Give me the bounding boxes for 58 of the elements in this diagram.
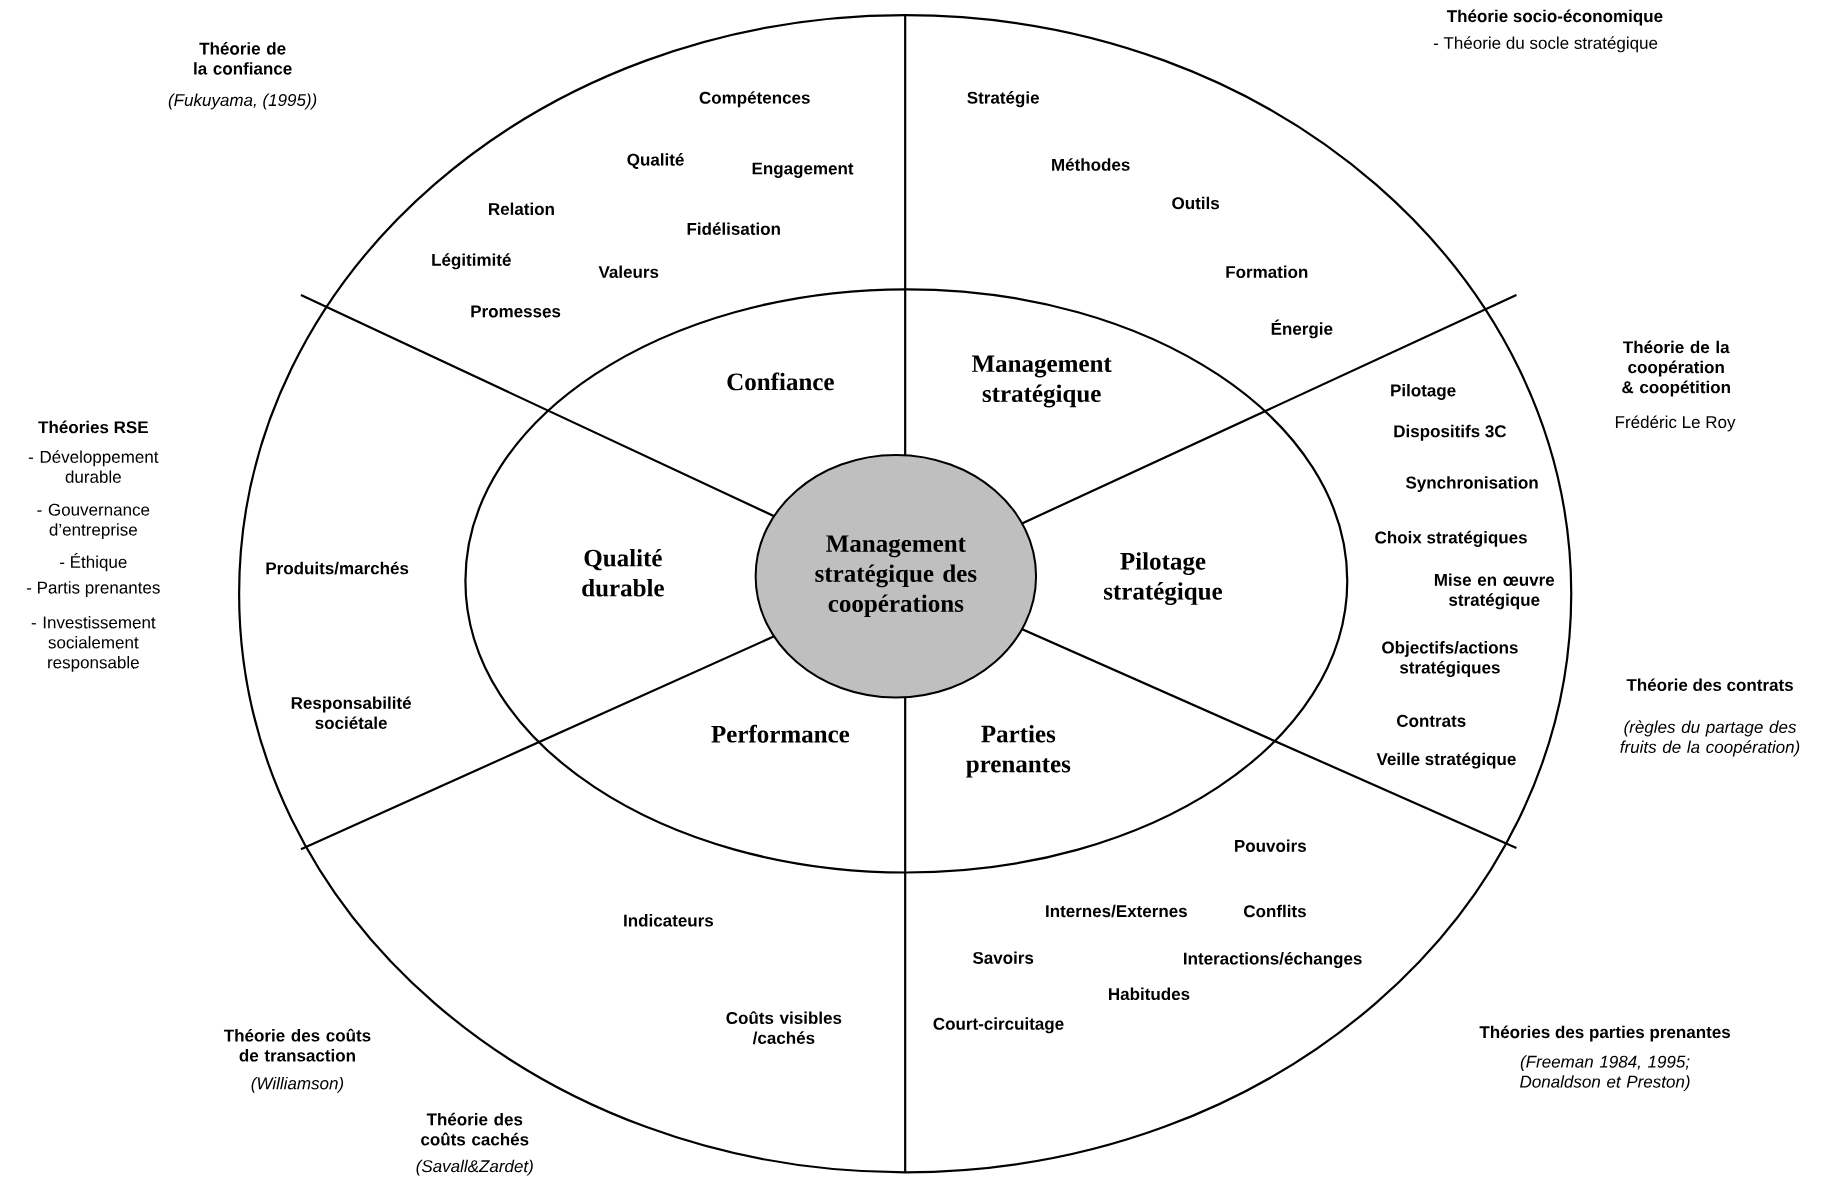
theory-heading: Théorie des coûts cachés [421, 1112, 529, 1146]
sector-keyword: Habitudes [1109, 987, 1190, 1001]
sector-keyword: Produits/marchés [266, 561, 409, 575]
sector-title: Performance [711, 724, 850, 743]
sector-keyword: Objectifs/actions stratégiques [1382, 641, 1518, 677]
sector-keyword: Synchronisation [1406, 476, 1538, 492]
citation-text: (Savall&Zardet) [416, 1159, 533, 1176]
sector-keyword: Valeurs [598, 265, 659, 279]
sector-keyword: Dispositifs 3C [1394, 424, 1507, 441]
sector-keyword: Engagement [752, 162, 854, 178]
sector-keyword: Mise en œuvre stratégique [1434, 573, 1555, 610]
sector-keyword: Formation [1226, 265, 1308, 279]
citation-text: (Williamson) [251, 1076, 344, 1093]
theory-item: Frédéric Le Roy [1616, 415, 1736, 432]
sector-keyword: Légitimité [432, 253, 511, 270]
theory-heading: Théorie des contrats [1626, 678, 1793, 692]
sector-keyword: Compétences [699, 91, 810, 108]
sector-keyword: Stratégie [967, 91, 1039, 108]
sector-keyword: Responsabilité sociétale [291, 696, 411, 730]
sector-keyword: Méthodes [1052, 158, 1130, 171]
citation-text: (règles du partage des fruits de la coopération) [1620, 720, 1800, 757]
theory-heading: Théories RSE [38, 420, 148, 434]
sector-keyword: Coûts visibles /cachés [726, 1011, 842, 1045]
sector-keyword: Pilotage [1391, 384, 1456, 400]
theory-heading: Théorie de la coopération & coopétition [1622, 340, 1730, 397]
sector-keyword: Qualité [627, 153, 684, 169]
theory-item: - Investissement socialement responsable [31, 615, 156, 672]
theory-item: - Éthique [60, 553, 127, 572]
citation-text: (Fukuyama, (1995)) [168, 93, 317, 110]
sector-keyword: Savoirs [972, 951, 1034, 964]
sector-title: Management stratégique [971, 355, 1112, 408]
sector-title: Qualité durable [582, 548, 664, 597]
sector-title: Confiance [727, 372, 834, 391]
sector-keyword: Contrats [1397, 714, 1466, 727]
sector-keyword: Promesses [471, 305, 561, 318]
sector-title: Parties prenantes [966, 724, 1071, 778]
citation-text: (Freeman 1984, 1995; Donaldson et Preston) [1520, 1055, 1690, 1092]
theory-heading: Théorie socio-économique [1446, 9, 1663, 26]
theory-heading: Théorie de la confiance [194, 42, 292, 75]
sector-title: Pilotage stratégique [1104, 552, 1222, 605]
theory-item: - Partis prenantes [27, 581, 160, 597]
sector-keyword: Court-circuitage [933, 1017, 1064, 1034]
theory-item: - Théorie du socle stratégique [1433, 36, 1658, 53]
sector-keyword: Relation [489, 202, 554, 216]
sector-keyword: Internes/Externes [1046, 904, 1187, 918]
sector-keyword: Pouvoirs [1235, 839, 1306, 852]
sector-keyword: Interactions/échanges [1184, 951, 1362, 969]
sector-keyword: Outils [1172, 196, 1220, 210]
sector-keyword: Conflits [1244, 904, 1306, 918]
sector-keyword: Fidélisation [687, 222, 780, 235]
sector-keyword: Veille stratégique [1376, 752, 1516, 769]
theory-item: - Gouvernance d’entreprise [37, 503, 150, 540]
theory-heading: Théories des parties prenantes [1479, 1025, 1730, 1042]
sector-keyword: Choix stratégiques [1375, 530, 1527, 547]
sector-keyword: Énergie [1271, 319, 1333, 339]
sector-keyword: Indicateurs [624, 914, 714, 927]
theory-item: - Développement durable [28, 450, 159, 483]
theory-heading: Théorie des coûts de transaction [223, 1028, 371, 1062]
